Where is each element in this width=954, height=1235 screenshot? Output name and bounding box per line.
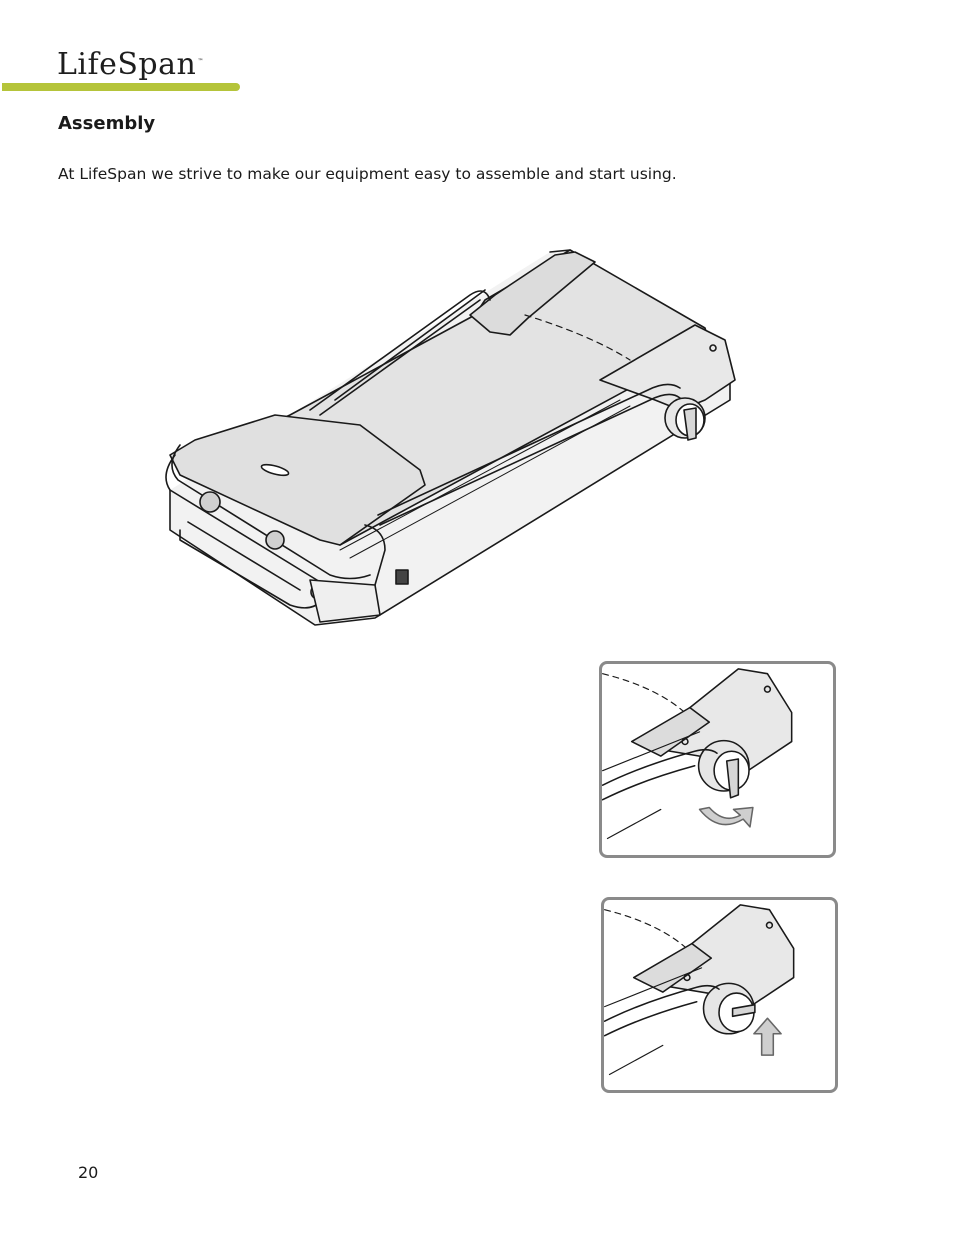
page-number: 20 xyxy=(78,1163,98,1183)
folded-treadmill-illustration xyxy=(150,240,750,640)
trademark-mark: ™ xyxy=(197,58,204,65)
brand-accent-bar xyxy=(2,83,240,91)
detail-panel-pull-knob xyxy=(601,897,838,1093)
intro-text: At LifeSpan we strive to make our equipm… xyxy=(58,164,677,184)
pull-up-locking-knob-illustration xyxy=(604,900,835,1090)
rotate-locking-knob-illustration xyxy=(602,664,833,855)
logo-text: LifeSpan xyxy=(57,47,196,82)
lifespan-logo: LifeSpan™ xyxy=(57,50,204,80)
section-title: Assembly xyxy=(58,113,155,135)
detail-panel-rotate-knob xyxy=(599,661,836,858)
